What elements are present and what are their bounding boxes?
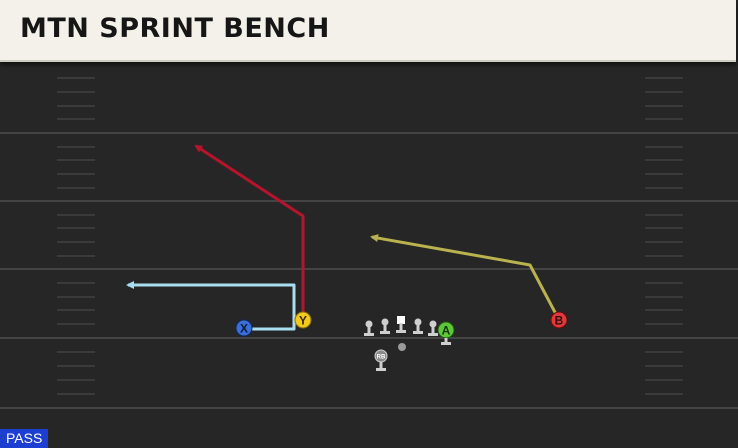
- svg-text:RB: RB: [377, 355, 386, 361]
- svg-text:A: A: [442, 324, 451, 338]
- b-button-icon: B: [550, 311, 568, 329]
- hash-marks: [57, 77, 683, 395]
- lineman-icon: [364, 320, 374, 336]
- svg-text:X: X: [240, 322, 248, 336]
- y-button-icon: Y: [294, 311, 312, 329]
- x-button-icon: X: [235, 319, 253, 337]
- a-button-icon: A: [437, 321, 455, 345]
- quarterback-icon: [398, 343, 406, 351]
- center-icon: [396, 316, 406, 333]
- yard-lines: [0, 132, 738, 409]
- route-y: [194, 144, 305, 319]
- play-type-badge: PASS: [0, 429, 49, 448]
- lineman-icon: [428, 320, 438, 336]
- offensive-line: [364, 316, 438, 336]
- running-back-icon: RB: [374, 349, 388, 371]
- play-title: MTN SPRINT BENCH: [20, 13, 330, 44]
- lineman-icon: [380, 318, 390, 334]
- svg-text:Y: Y: [299, 314, 307, 328]
- lineman-icon: [413, 318, 423, 334]
- svg-text:B: B: [555, 314, 564, 328]
- route-b: [370, 234, 560, 319]
- play-title-bar: MTN SPRINT BENCH: [0, 0, 736, 62]
- route-x: [126, 281, 296, 331]
